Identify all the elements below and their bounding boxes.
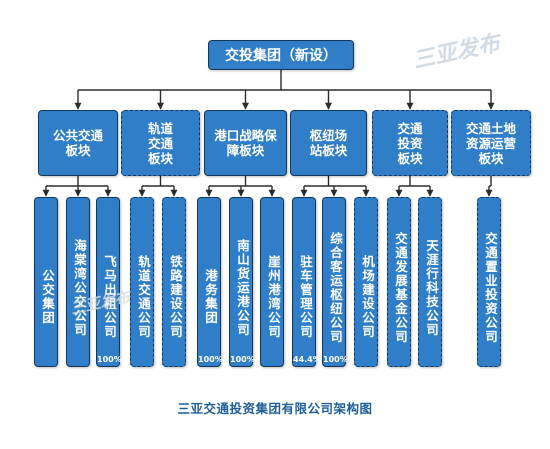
company-node: 天涯行科技公司 [418, 197, 442, 367]
company-node: 公交集团 [34, 197, 58, 367]
sector-label: 交通 投资 板块 [397, 120, 423, 166]
company-node: 飞马出租公司 [96, 197, 120, 367]
company-label: 交通发展基金公司 [393, 232, 408, 344]
company-node: 驻车管理公司 [292, 197, 316, 367]
company-label: 飞马出租公司 [102, 255, 117, 339]
company-label: 机场建设公司 [360, 255, 375, 339]
ownership-percentage: 100% [230, 355, 255, 364]
company-node: 海棠湾公交公司 [66, 197, 90, 367]
ownership-percentage: 44.4% [293, 355, 321, 364]
ownership-percentage: 100% [198, 355, 223, 364]
company-label: 崖州港湾公司 [266, 255, 281, 339]
company-label: 铁路建设公司 [168, 255, 183, 339]
company-label: 交通置业投资公司 [483, 232, 498, 344]
sector-label: 公共交通 板块 [52, 128, 103, 158]
ownership-percentage: 100% [97, 355, 122, 364]
company-node: 轨道交通公司 [130, 197, 154, 367]
company-node: 交通置业投资公司 [477, 197, 501, 367]
sector-label: 交通土地 资源运营 板块 [465, 120, 516, 166]
company-node: 港务集团 [197, 197, 221, 367]
company-node: 综合客运枢纽公司 [322, 197, 346, 367]
sector-node: 交通土地 资源运营 板块 [451, 110, 531, 176]
company-label: 综合客运枢纽公司 [328, 232, 343, 344]
sector-label: 轨道 交通 板块 [147, 120, 173, 166]
company-label: 公交集团 [40, 269, 55, 325]
company-node: 交通发展基金公司 [387, 197, 411, 367]
sector-node: 交通 投资 板块 [372, 110, 448, 176]
ownership-percentage: 100% [323, 355, 348, 364]
company-node: 铁路建设公司 [162, 197, 186, 367]
sector-node: 枢纽场 站板块 [290, 110, 367, 176]
company-label: 南山货运港公司 [235, 239, 250, 337]
root-node: 交投集团（新设） [208, 40, 354, 70]
sector-node: 港口战略保 障板块 [204, 110, 287, 176]
sector-label: 港口战略保 障板块 [214, 128, 277, 158]
diagram-caption: 三亚交通投资集团有限公司架构图 [177, 401, 373, 416]
company-label: 轨道交通公司 [136, 255, 151, 339]
company-node: 南山货运港公司 [229, 197, 253, 367]
company-node: 崖州港湾公司 [260, 197, 284, 367]
company-label: 驻车管理公司 [298, 255, 313, 339]
company-label: 天涯行科技公司 [424, 239, 439, 337]
sector-label: 枢纽场 站板块 [309, 128, 348, 158]
root-node-label: 交投集团（新设） [225, 48, 337, 64]
sector-node: 公共交通 板块 [38, 110, 118, 176]
company-node: 机场建设公司 [354, 197, 378, 367]
sector-node: 轨道 交通 板块 [121, 110, 200, 176]
company-label: 海棠湾公交公司 [72, 239, 87, 337]
company-label: 港务集团 [203, 269, 218, 325]
